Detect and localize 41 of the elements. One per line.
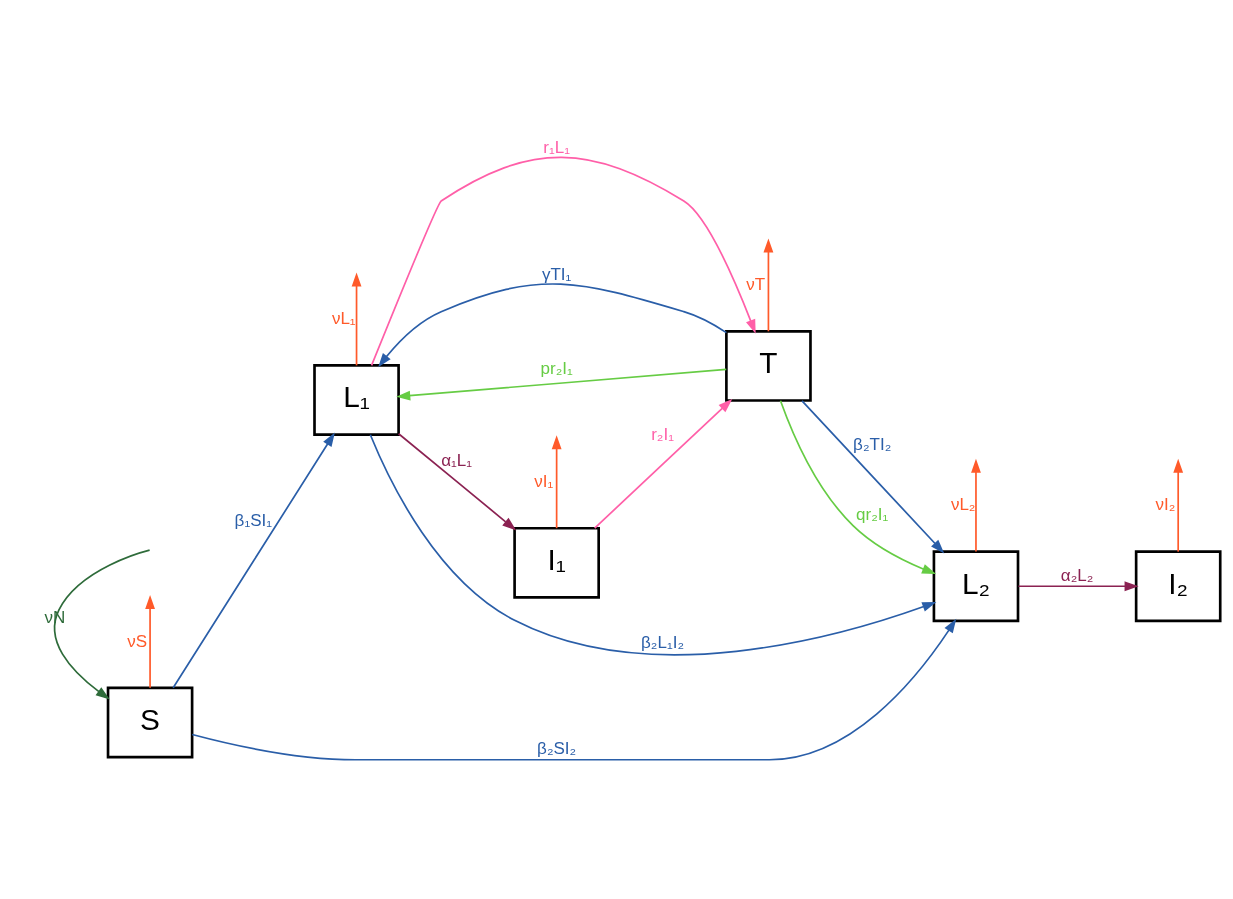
arrow [397,432,517,531]
arrow [763,238,774,333]
edge-label: νS [127,631,148,651]
arrow [396,368,728,401]
edge-label: r₁L₁ [543,137,570,157]
edge-label: β₂TI₂ [853,434,892,454]
arrow [801,400,945,554]
edge-label: qr₂I₁ [856,505,889,525]
node-box: I₁ [513,526,600,599]
node-box: S [106,686,194,759]
arrow [971,458,981,553]
arrow [172,432,335,689]
node-box: L₁ [313,364,400,436]
arrow [351,272,362,367]
edge-label: r₂I₁ [651,425,674,445]
arrow [191,618,957,761]
edge-label: νT [746,275,766,295]
edge-label: α₁L₁ [441,450,472,470]
node-box: T [725,330,812,402]
arrow [145,594,155,689]
edge-label: νI₂ [1155,495,1176,515]
arrow [378,283,728,368]
arrow [53,549,151,700]
arrow [551,435,562,530]
edge-label: pr₂I₁ [540,359,573,379]
arrow [370,156,756,367]
edge-label: β₂L₁I₂ [641,632,684,652]
edge-label: α₂L₂ [1060,565,1094,585]
node-box: I₂ [1134,550,1222,623]
arrow [779,399,937,575]
edge-label: β₂SI₂ [537,739,577,759]
edge-label: β₁SI₁ [234,511,272,531]
edge-label: νL₂ [950,495,976,515]
edge-label: νL₁ [331,309,356,329]
arrow [593,398,733,529]
node-box: L₂ [932,550,1020,623]
arrow [1173,458,1184,553]
edge-label: νI₁ [534,472,554,491]
arrow [369,433,937,656]
edge-label: γTI₁ [541,264,572,284]
arrow [1017,581,1139,592]
